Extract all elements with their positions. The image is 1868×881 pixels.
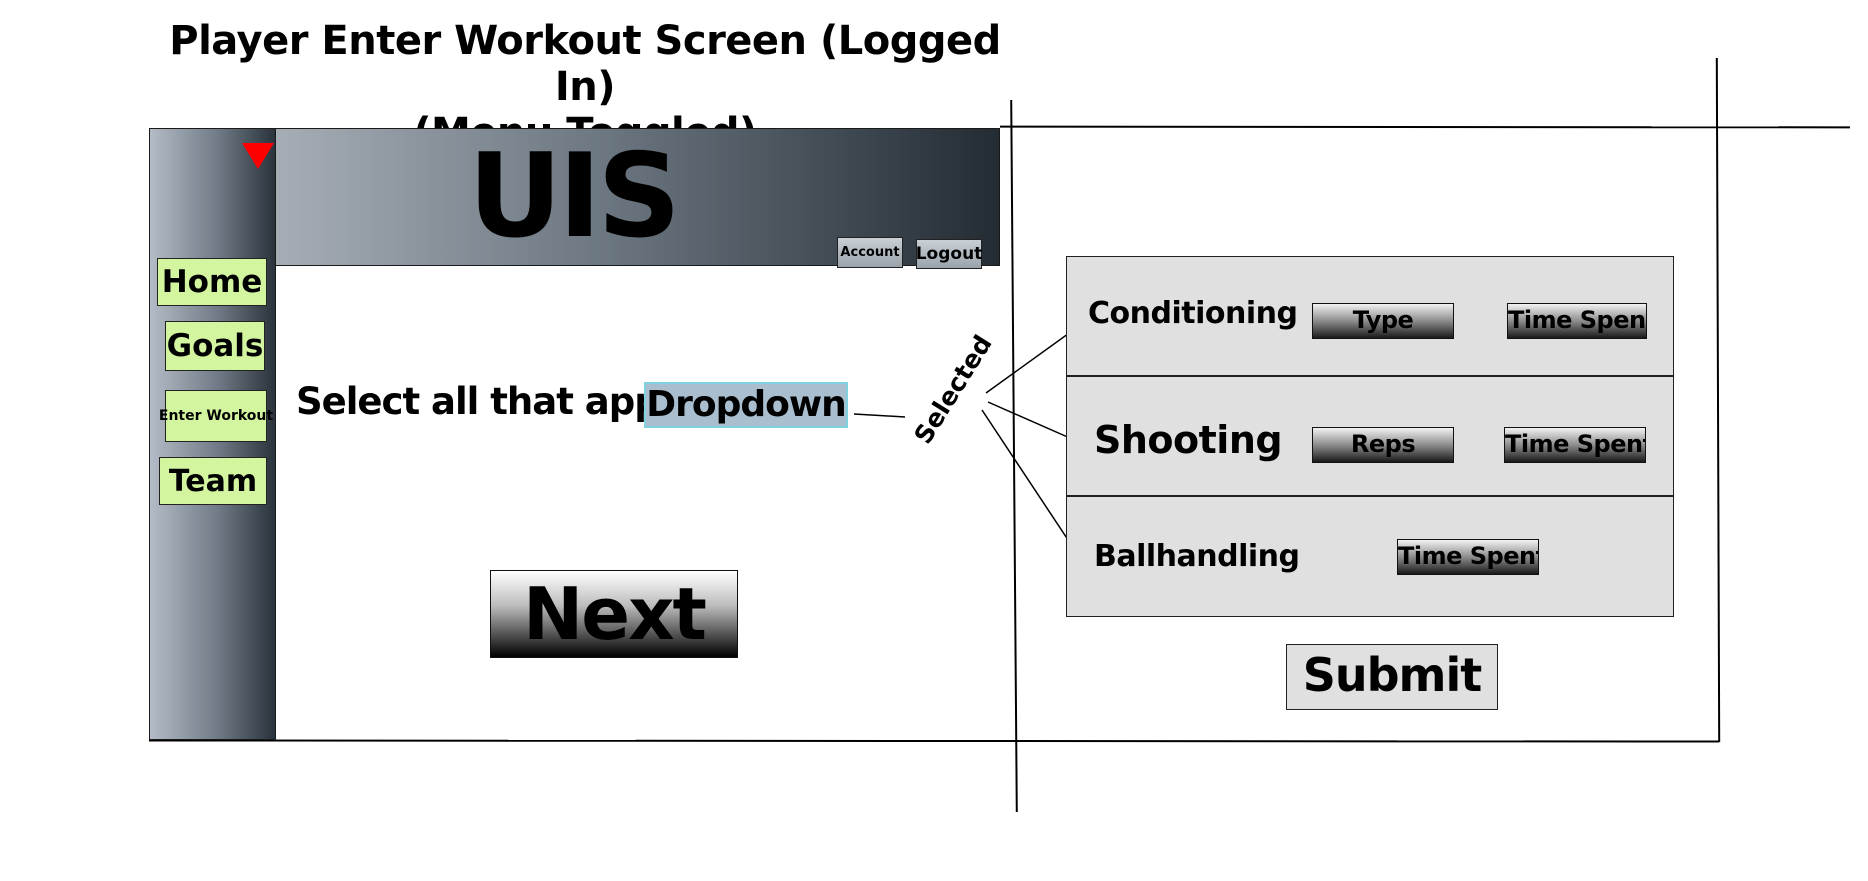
logout-button[interactable]: Logout bbox=[916, 239, 982, 269]
time-spent-button[interactable]: Time Spent bbox=[1397, 539, 1539, 575]
divider-line bbox=[1715, 57, 1720, 743]
time-spent-button[interactable]: Time Spent bbox=[1504, 427, 1646, 463]
divider-line bbox=[999, 125, 1851, 128]
page-title-line-1: Player Enter Workout Screen (Logged In) bbox=[169, 18, 1001, 110]
logo: UIS bbox=[468, 129, 681, 264]
sidebar-item-label: Home bbox=[161, 264, 263, 300]
workout-row-ballhandling bbox=[1066, 496, 1674, 617]
divider-line bbox=[148, 739, 1720, 743]
sidebar-item-team[interactable]: Team bbox=[159, 457, 267, 505]
sidebar-item-home[interactable]: Home bbox=[157, 258, 267, 306]
menu-toggle-icon[interactable] bbox=[242, 143, 274, 169]
sidebar-item-label: Team bbox=[168, 463, 258, 499]
reps-button[interactable]: Reps bbox=[1312, 427, 1454, 463]
submit-button[interactable]: Submit bbox=[1286, 644, 1498, 710]
category-label-ballhandling: Ballhandling bbox=[1094, 539, 1300, 574]
account-button-label: Account bbox=[840, 245, 900, 260]
category-label-shooting: Shooting bbox=[1094, 418, 1283, 462]
type-button[interactable]: Type bbox=[1312, 303, 1454, 339]
sidebar-item-label: Goals bbox=[166, 328, 264, 364]
select-instructions: Select all that apply: bbox=[296, 380, 709, 423]
workout-type-dropdown[interactable]: Dropdown bbox=[644, 382, 848, 428]
logout-button-label: Logout bbox=[915, 244, 983, 264]
next-button[interactable]: Next bbox=[490, 570, 738, 658]
account-button[interactable]: Account bbox=[837, 237, 903, 268]
selected-annotation: Selected bbox=[908, 330, 998, 449]
category-label-conditioning: Conditioning bbox=[1088, 296, 1298, 331]
divider-line bbox=[1010, 100, 1018, 812]
sidebar-item-goals[interactable]: Goals bbox=[165, 321, 265, 371]
sidebar-item-enter-workout[interactable]: Enter Workout bbox=[159, 390, 273, 442]
sidebar-item-label: Enter Workout bbox=[158, 408, 274, 424]
time-spent-button[interactable]: Time Spent bbox=[1507, 303, 1647, 339]
